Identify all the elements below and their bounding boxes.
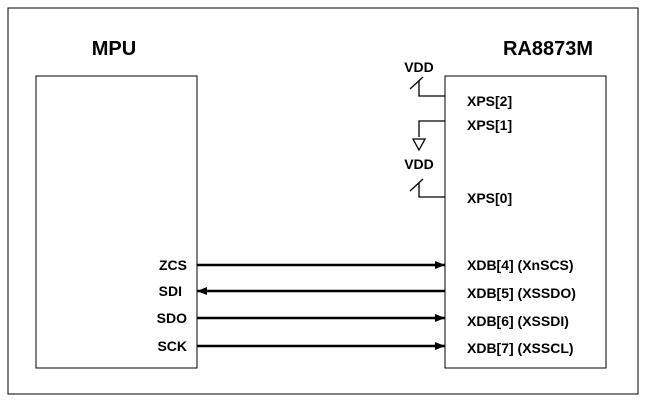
mpu-pin-sdi: SDI (159, 283, 182, 299)
pin-xdb4: XDB[4] (XnSCS) (467, 257, 574, 273)
mpu-title: MPU (92, 38, 136, 60)
pin-xps1: XPS[1] (467, 117, 512, 133)
mpu-pin-sck: SCK (157, 338, 187, 354)
pin-xdb5: XDB[5] (XSSDO) (467, 285, 576, 301)
pin-xdb7: XDB[7] (XSSCL) (467, 340, 574, 356)
pin-xps0: XPS[0] (467, 190, 512, 206)
controller-title: RA8873M (503, 38, 593, 60)
controller-block (444, 75, 607, 369)
ground-connection (411, 120, 445, 152)
mpu-block (35, 75, 198, 369)
mpu-pin-zcs: ZCS (159, 257, 187, 273)
vdd-label-bottom: VDD (404, 156, 434, 172)
outer-frame (7, 7, 639, 395)
vdd-switch-top (409, 76, 445, 97)
vdd-switch-bottom (409, 178, 445, 198)
mpu-pin-sdo: SDO (157, 310, 187, 326)
pin-xdb6: XDB[6] (XSSDI) (467, 313, 569, 329)
pin-xps2: XPS[2] (467, 93, 512, 109)
vdd-label-top: VDD (404, 59, 434, 75)
